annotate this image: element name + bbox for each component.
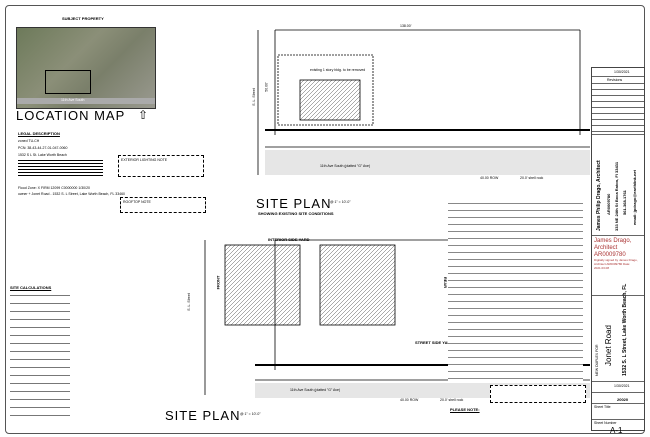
site-plan-subtitle: SHOWING EXISTING SITE CONDITIONS [258,211,334,216]
title-block: 1/30/2021 Revisions James Philip Drago, … [591,67,645,435]
legal-line: PCN: 38-43-44-27-01-047-0060 [18,146,68,150]
date: 1/30/2021 [614,70,630,74]
existing-building-outline [277,54,374,126]
date-row: 1/30/2021 [592,68,644,77]
site-calculations-heading: SITE CALCULATIONS [10,285,52,290]
map-street [17,98,155,104]
signature-name: James Drago, Architect [594,238,632,251]
street-label-bottom: S. L. Street [186,293,191,311]
signature-license: AR0009780 [594,252,626,258]
owner-name: Jonet Road [604,325,613,366]
architect-email: email: jpdrago@earthlink.net [632,169,637,225]
lighting-note-heading: EXTERIOR LIGHTING NOTE [121,158,168,162]
top-road-fill [265,150,590,175]
project-label: NEW DUPLEX FOR [595,344,599,376]
existing-building-label: existing 1 story bldg. to be removed [310,68,366,72]
existing-building [299,79,361,121]
interior-side-yard-label: INTERIOR SIDE YARD [268,237,310,242]
scale-row: 1/30/2021 [592,382,644,393]
statement-box [490,385,586,403]
architect-phone: 561-368-1761 [622,190,627,215]
subject-parcel-outline [45,70,91,94]
architect-info: James Philip Drago, Architect AR0009780 … [592,135,644,236]
revisions-header-row: Revisions [592,77,644,84]
project-number: 20020 [617,397,629,402]
legal-line: owner + Jonet Road - 1532 S. L Street, L… [18,192,125,196]
shell-label: 20.0' shell rock [520,176,544,180]
project-number-row: 20020 [592,393,644,404]
lighting-note: EXTERIOR LIGHTING NOTE [118,155,204,177]
street-side-yard-label: STREET SIDE YARD [415,340,454,345]
revisions-table [592,84,644,135]
shell-label-bottom: 20.0' shell rock [440,398,464,402]
row-label: 40.00 ROW [480,176,499,180]
row-label-bottom: 40.00 ROW [400,398,419,402]
avenue-label: 11th Ave South (platted "G" Ave) [320,164,371,168]
sheet-number: A-1 [610,426,623,435]
architect-license: AR0009780 [606,193,611,215]
sheet-title-row: Sheet Title [592,404,644,420]
subject-property-label: SUBJECT PROPERTY [62,16,104,21]
duplex-unit-a [224,244,301,326]
north-arrow-icon: ⇧ [138,108,149,122]
architect-name: James Philip Drago, Architect [596,160,602,231]
site-plan-title: SITE PLAN [256,196,332,211]
legal-text-block [18,160,103,178]
sheet-number-label: Sheet Number [594,421,617,425]
rooftop-note-heading: ROOFTOP NOTE [123,200,151,204]
front-label: FRONT [215,275,221,290]
please-note-heading: PLEASE NOTE: [450,407,480,412]
rooftop-note: ROOFTOP NOTE [120,197,206,213]
sheet-title-label: Sheet Title [594,405,611,409]
aerial-map: 11th Ave South [16,27,156,109]
map-street-label: 11th Ave South [61,98,85,102]
scale: 1/30/2021 [614,384,630,388]
legal-heading: LEGAL DESCRIPTION [18,131,60,136]
legal-line: Flood Zone: X FIRM 12099 C0000000 1/30/2… [18,186,90,190]
project-info: NEW DUPLEX FOR Jonet Road 1532 S. L Stre… [592,284,644,382]
site-data-notes [448,200,583,382]
architect-address: 333 NE 24th St Boca Raton, Fl 33431 [614,161,619,231]
dim-depth: 50.00' [264,82,269,92]
site-plan-scale: @ 1" = 10'-0" [330,200,351,204]
revisions-header: Revisions [607,78,623,82]
street-label: S. L. Street [251,88,256,106]
site-plan-scale-bottom: @ 1" = 10'-0" [240,412,261,416]
duplex-unit-b [319,244,396,326]
dim-width: 138.00' [400,24,412,28]
site-calculations-table [10,292,70,422]
project-address: 1532 S. L Street, Lake Worth Beach, FL [622,283,628,376]
legal-line: 1532 S L St. Lake Worth Beach [18,153,67,157]
site-plan-title-bottom: SITE PLAN [165,408,241,423]
avenue-label-bottom: 11th Ave South (platted "G" Ave) [290,388,341,392]
signature-note: Digitally signed by James Drago, Archite… [594,258,638,270]
digital-signature: James Drago, Architect AR0009780 Digital… [592,236,644,296]
legal-line: zoned TU-CH [18,139,40,143]
location-map-title: LOCATION MAP [16,108,126,123]
